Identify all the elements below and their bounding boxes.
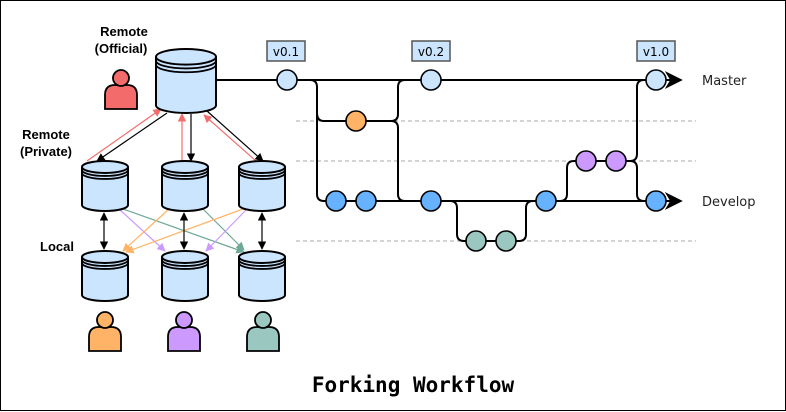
- user-head: [254, 311, 272, 329]
- commit-develop-2: [355, 190, 377, 212]
- hotfix-merge-develop: [390, 120, 406, 202]
- branch-lines: [216, 71, 683, 242]
- commit-feature-1: [465, 230, 487, 252]
- cross-arrow-orange-1: [122, 208, 170, 252]
- local-repo-2-ring: [161, 262, 209, 270]
- label-remote-private-line1: Remote: [22, 127, 70, 142]
- tag-v0.1: v0.1: [273, 45, 299, 59]
- official-repo-ring: [155, 60, 217, 70]
- commit-release-1: [575, 150, 597, 172]
- user-head: [96, 311, 114, 329]
- private-repo-2-top: [161, 160, 209, 174]
- commit-develop-1: [325, 190, 347, 212]
- private-repo-2-ring: [161, 172, 209, 180]
- user-body: [167, 326, 201, 352]
- private-repo-1-top: [81, 160, 129, 174]
- local-repo-2: [161, 250, 209, 302]
- label-remote-official-line2: (Official): [95, 41, 148, 56]
- feature-branch: [449, 200, 534, 242]
- private-repo-2-ring: [161, 169, 209, 177]
- private-repo-3-top: [238, 160, 286, 174]
- tag-v0.2: v0.2: [418, 45, 444, 59]
- private-repo-1-ring: [81, 172, 129, 180]
- official-repo-ring: [155, 64, 217, 74]
- tag-v1.0: v1.0: [643, 45, 669, 59]
- branch-label-master: Master: [702, 74, 747, 89]
- private-repo-1: [81, 160, 129, 212]
- cross-arrow-green-2: [202, 208, 245, 251]
- local-repo-1-top: [81, 250, 129, 264]
- pull-arrow-1: [96, 112, 168, 162]
- cross-arrow-purple-2: [205, 208, 248, 252]
- push-arrow-3: [203, 114, 257, 162]
- local-repo-3-top: [238, 250, 286, 264]
- users: [88, 69, 280, 352]
- develop-line: [297, 79, 683, 210]
- release-merge-develop: [629, 160, 645, 202]
- repositories: [81, 48, 286, 302]
- hotfix-branch-up: [316, 79, 406, 122]
- local-repo-1-ring: [81, 262, 129, 270]
- commit-feature-2: [495, 230, 517, 252]
- developer-2-user-icon: [167, 311, 201, 352]
- commit-release-2: [605, 150, 627, 172]
- commit-master-1: [276, 69, 298, 91]
- commit-develop-5: [645, 190, 667, 212]
- sync-arrows-private-local: [99, 212, 267, 250]
- local-repo-3: [238, 250, 286, 302]
- sync-arrows-official-private: [86, 108, 264, 162]
- user-body: [88, 326, 122, 352]
- official-repo-top: [155, 48, 217, 66]
- tag-box-v0.2: [411, 40, 451, 62]
- private-repo-1-ring: [81, 169, 129, 177]
- diagram-title: Forking Workflow: [312, 373, 515, 397]
- local-repo-2-ring: [161, 259, 209, 267]
- tag-box-v1.0: [636, 40, 676, 62]
- commits: [276, 69, 667, 252]
- commit-master-2: [420, 69, 442, 91]
- cross-arrows-private-local: [118, 208, 248, 254]
- push-arrow-1: [86, 108, 162, 162]
- user-body: [104, 84, 138, 110]
- tag-box-v0.1: [266, 40, 306, 62]
- commit-hotfix-1: [345, 110, 367, 132]
- local-repo-1-ring: [81, 259, 129, 267]
- local-repo-1: [81, 250, 129, 302]
- official-maintainer-user-icon: [104, 69, 138, 110]
- private-repo-3: [238, 160, 286, 212]
- commit-develop-3: [420, 190, 442, 212]
- local-repo-3-ring: [238, 262, 286, 270]
- branch-label-develop: Develop: [702, 195, 756, 210]
- pull-arrow-3: [206, 110, 264, 162]
- private-repo-3-ring: [238, 169, 286, 177]
- tags: v0.1 v0.2 v1.0: [266, 40, 676, 62]
- official-repo: [155, 48, 217, 114]
- local-repo-3-ring: [238, 259, 286, 267]
- developer-1-user-icon: [88, 311, 122, 352]
- private-repo-2: [161, 160, 209, 212]
- private-repo-3-ring: [238, 172, 286, 180]
- commit-develop-4: [535, 190, 557, 212]
- user-body: [246, 326, 280, 352]
- commit-master-3: [645, 69, 667, 91]
- release-branch-master: [559, 79, 645, 202]
- label-local: Local: [40, 239, 74, 254]
- user-head: [112, 69, 130, 87]
- local-repo-2-top: [161, 250, 209, 264]
- label-remote-official-line1: Remote: [100, 24, 148, 39]
- developer-3-user-icon: [246, 311, 280, 352]
- label-remote-private-line2: (Private): [20, 144, 72, 159]
- cross-arrow-purple-1: [118, 208, 166, 252]
- user-head: [175, 311, 193, 329]
